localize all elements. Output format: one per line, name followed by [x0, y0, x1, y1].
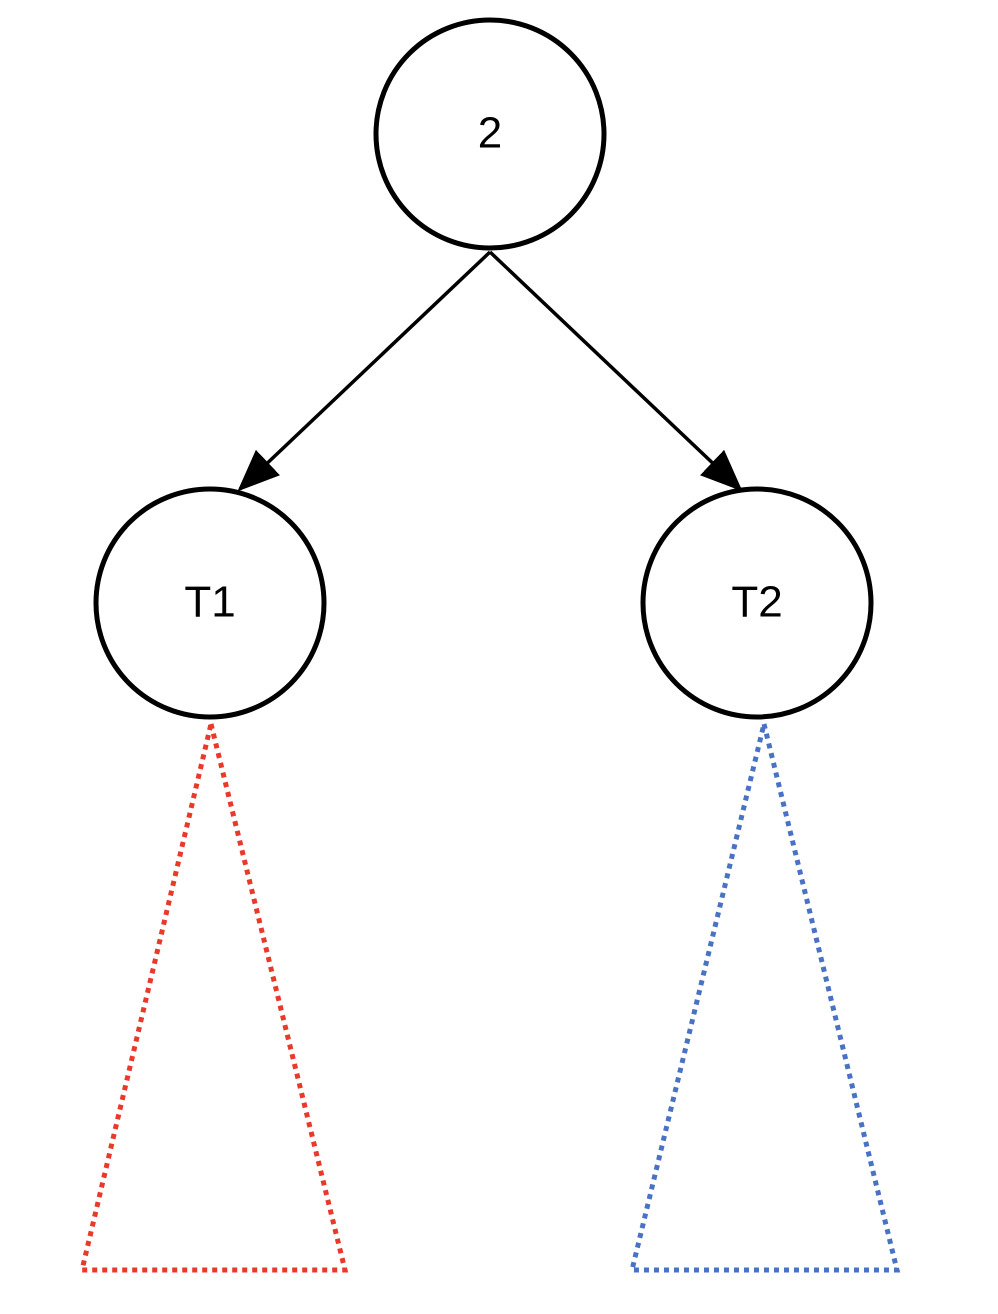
node-root: 2	[373, 17, 607, 251]
node-t2-circle	[640, 486, 874, 720]
node-t1-circle	[93, 486, 327, 720]
subtree-t2-triangle	[628, 723, 901, 1273]
node-t1: T1	[93, 486, 327, 720]
subtrees	[78, 723, 901, 1273]
node-root-circle	[373, 17, 607, 251]
subtree-t1-triangle	[78, 723, 349, 1273]
edge-root-to-t1	[237, 250, 492, 492]
edge-root-to-t2	[488, 250, 743, 492]
node-t1-label: T1	[184, 578, 235, 627]
node-t2-label: T2	[731, 578, 782, 627]
node-t2: T2	[640, 486, 874, 720]
node-root-label: 2	[478, 109, 502, 158]
edges	[237, 250, 743, 492]
